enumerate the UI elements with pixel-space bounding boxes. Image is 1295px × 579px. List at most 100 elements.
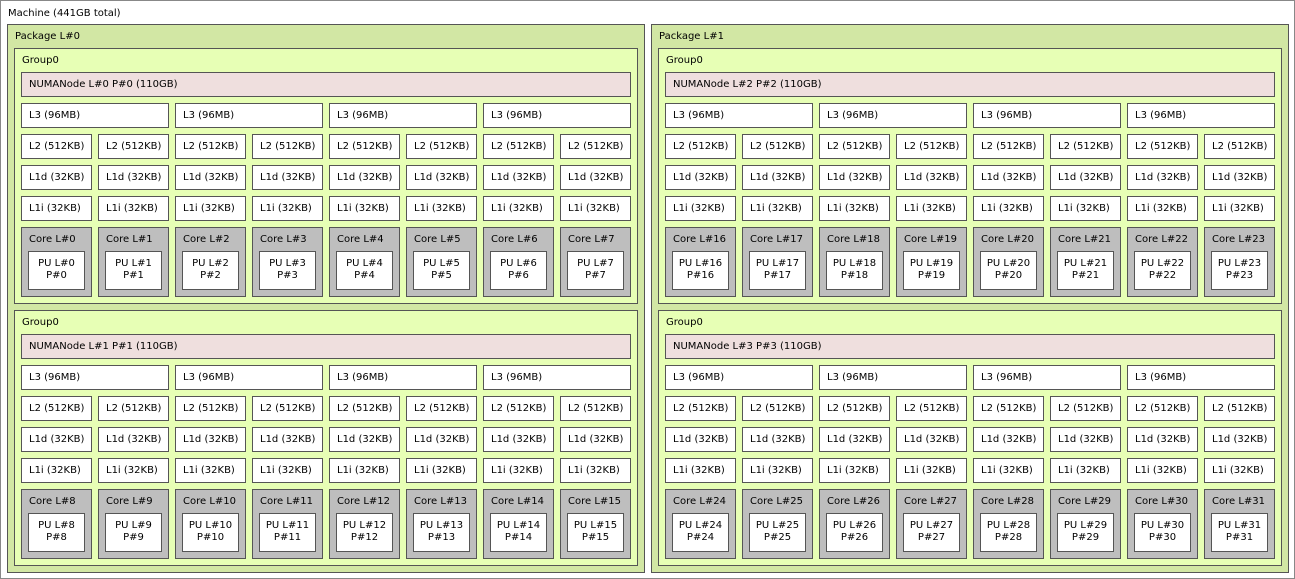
- l2-cache-label: L2 (512KB): [1212, 403, 1268, 414]
- l2-cache: L2 (512KB): [742, 134, 813, 159]
- core-label: Core L#9: [106, 496, 153, 507]
- l2-cache: L2 (512KB): [1050, 396, 1121, 421]
- l1d-cache-label: L1d (32KB): [260, 434, 316, 445]
- pu-logical-label: PU L#27: [909, 520, 954, 531]
- l2-cache: L2 (512KB): [21, 396, 92, 421]
- l1d-cache-label: L1d (32KB): [106, 434, 162, 445]
- l1i-cache-label: L1i (32KB): [29, 203, 81, 214]
- l3-cache: L3 (96MB): [973, 365, 1121, 390]
- numa-node-label: NUMANode L#3 P#3 (110GB): [673, 341, 822, 352]
- l3-cache: L3 (96MB): [329, 365, 477, 390]
- package-label: Package L#1: [659, 31, 724, 42]
- l1i-cache: L1i (32KB): [406, 458, 477, 483]
- pu-logical-label: PU L#4: [346, 258, 383, 269]
- l3-cache-label: L3 (96MB): [673, 372, 725, 383]
- l2-cache-label: L2 (512KB): [1058, 141, 1114, 152]
- l1i-cache-label: L1i (32KB): [568, 465, 620, 476]
- pu-logical-label: PU L#1: [115, 258, 152, 269]
- pu-logical-label: PU L#28: [986, 520, 1031, 531]
- l1i-cache: L1i (32KB): [1204, 458, 1275, 483]
- core-label: Core L#6: [491, 234, 538, 245]
- l3-cache: L3 (96MB): [175, 365, 323, 390]
- core-label: Core L#5: [414, 234, 461, 245]
- l1i-cache: L1i (32KB): [1050, 458, 1121, 483]
- pu-physical-label: P#7: [585, 270, 606, 281]
- core-label: Core L#11: [260, 496, 313, 507]
- pu-physical-label: P#13: [427, 532, 456, 543]
- pu-physical-label: P#24: [686, 532, 715, 543]
- core-label: Core L#4: [337, 234, 384, 245]
- l1i-cache: L1i (32KB): [406, 196, 477, 221]
- l2-cache: L2 (512KB): [896, 134, 967, 159]
- pu-logical-label: PU L#24: [678, 520, 723, 531]
- l2-cache-label: L2 (512KB): [491, 403, 547, 414]
- l1i-cache-label: L1i (32KB): [1212, 203, 1264, 214]
- l1d-cache-label: L1d (32KB): [260, 172, 316, 183]
- core-label: Core L#13: [414, 496, 467, 507]
- l2-cache: L2 (512KB): [175, 396, 246, 421]
- l2-cache-label: L2 (512KB): [981, 141, 1037, 152]
- l2-cache: L2 (512KB): [329, 134, 400, 159]
- pu-logical-label: PU L#31: [1217, 520, 1262, 531]
- l2-cache-label: L2 (512KB): [568, 403, 624, 414]
- l1i-cache-label: L1i (32KB): [1058, 203, 1110, 214]
- l2-cache-label: L2 (512KB): [750, 403, 806, 414]
- l2-cache-label: L2 (512KB): [568, 141, 624, 152]
- l3-cache-label: L3 (96MB): [29, 372, 81, 383]
- l1d-cache: L1d (32KB): [819, 165, 890, 190]
- l1d-cache-label: L1d (32KB): [981, 434, 1037, 445]
- pu-physical-label: P#18: [840, 270, 869, 281]
- l1d-cache: L1d (32KB): [896, 165, 967, 190]
- l1d-cache-label: L1d (32KB): [568, 172, 624, 183]
- l2-cache-label: L2 (512KB): [1058, 403, 1114, 414]
- l1i-cache: L1i (32KB): [252, 196, 323, 221]
- pu-logical-label: PU L#25: [755, 520, 800, 531]
- pu-physical-label: P#1: [123, 270, 144, 281]
- l1i-cache-label: L1i (32KB): [337, 465, 389, 476]
- l1i-cache: L1i (32KB): [1204, 196, 1275, 221]
- l2-cache-label: L2 (512KB): [750, 141, 806, 152]
- core-label: Core L#19: [904, 234, 957, 245]
- l1d-cache: L1d (32KB): [21, 427, 92, 452]
- l2-cache: L2 (512KB): [98, 134, 169, 159]
- l2-cache: L2 (512KB): [742, 396, 813, 421]
- l3-cache: L3 (96MB): [819, 103, 967, 128]
- l1d-cache: L1d (32KB): [1204, 165, 1275, 190]
- pu-logical-label: PU L#18: [832, 258, 877, 269]
- l1d-cache: L1d (32KB): [252, 165, 323, 190]
- core-label: Core L#0: [29, 234, 76, 245]
- pu-physical-label: P#15: [581, 532, 610, 543]
- pu-logical-label: PU L#9: [115, 520, 152, 531]
- pu-physical-label: P#23: [1225, 270, 1254, 281]
